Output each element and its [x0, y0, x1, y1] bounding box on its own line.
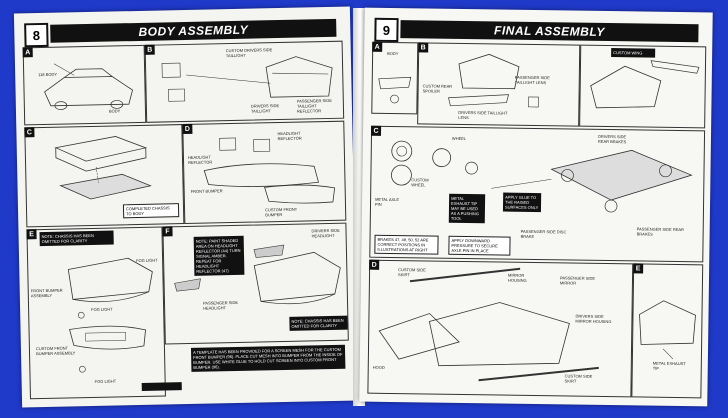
- rear-car-drawing: [639, 300, 696, 360]
- wing-drawing: [590, 60, 700, 109]
- panel-d-final: D CUSTOM SIDE SKIRT MIRROR HOUSING HOOD …: [367, 259, 634, 398]
- panel-c-final: C WHEEL CUSTOM WHEEL METAL AXLE PIN META…: [369, 125, 706, 263]
- rear-body-drawing: [161, 56, 333, 102]
- wheels-chassis-drawing: [391, 140, 693, 213]
- panel-d: D HEADLIGHT REFLECTOR HEADLIGHT REFLECTO…: [182, 120, 347, 225]
- bumper-drawing: [203, 137, 336, 204]
- body-assembly-title: BODY ASSEMBLY: [50, 18, 337, 43]
- step-number-9: 9: [374, 17, 399, 43]
- panel-a: A 118 BODY BODY: [22, 44, 147, 126]
- panel-b-final: B CUSTOM REAR SPOILER PASSENGER SIDE TAI…: [417, 42, 581, 127]
- panel-e: E NOTE: CHASSIS HAS BEEN OMITTED FOR CLA…: [26, 226, 166, 400]
- body-final-drawing: [378, 267, 599, 382]
- spoiler-drawing-a: [378, 76, 412, 104]
- headlight-drawing: [174, 244, 341, 305]
- panel-c: C COMPLETED CHASSIS TO BODY: [24, 124, 185, 228]
- front-body-drawing: [67, 257, 153, 373]
- mesh-template-bar: [141, 382, 182, 391]
- step-number-8: 8: [24, 22, 49, 48]
- note-screen-template: A TEMPLATE HAS BEEN PROVIDED FOR A SCREE…: [190, 344, 346, 372]
- panel-a-final: A BODY: [371, 41, 419, 115]
- body-drawing-a: [44, 63, 133, 110]
- final-assembly-title: FINAL ASSEMBLY: [400, 20, 699, 43]
- panel-e-final: E METAL EXHAUST TIP: [631, 263, 704, 399]
- panel-f: F NOTE: PAINT SHADED AREA ON HEADLIGHT R…: [162, 222, 349, 345]
- left-page: 8 BODY ASSEMBLY A 118 BODY BODY B CUSTOM…: [13, 6, 359, 408]
- chassis-drawing: [54, 136, 152, 200]
- rear-body-drawing-final: [448, 53, 539, 108]
- panel-custom-wing: CUSTOM WING: [579, 44, 707, 129]
- panel-b: B CUSTOM DRIVERS SIDE TAILLIGHT PASSENGE…: [144, 40, 345, 123]
- right-page: 9 FINAL ASSEMBLY A BODY B CUSTOM REAR SP…: [359, 7, 713, 407]
